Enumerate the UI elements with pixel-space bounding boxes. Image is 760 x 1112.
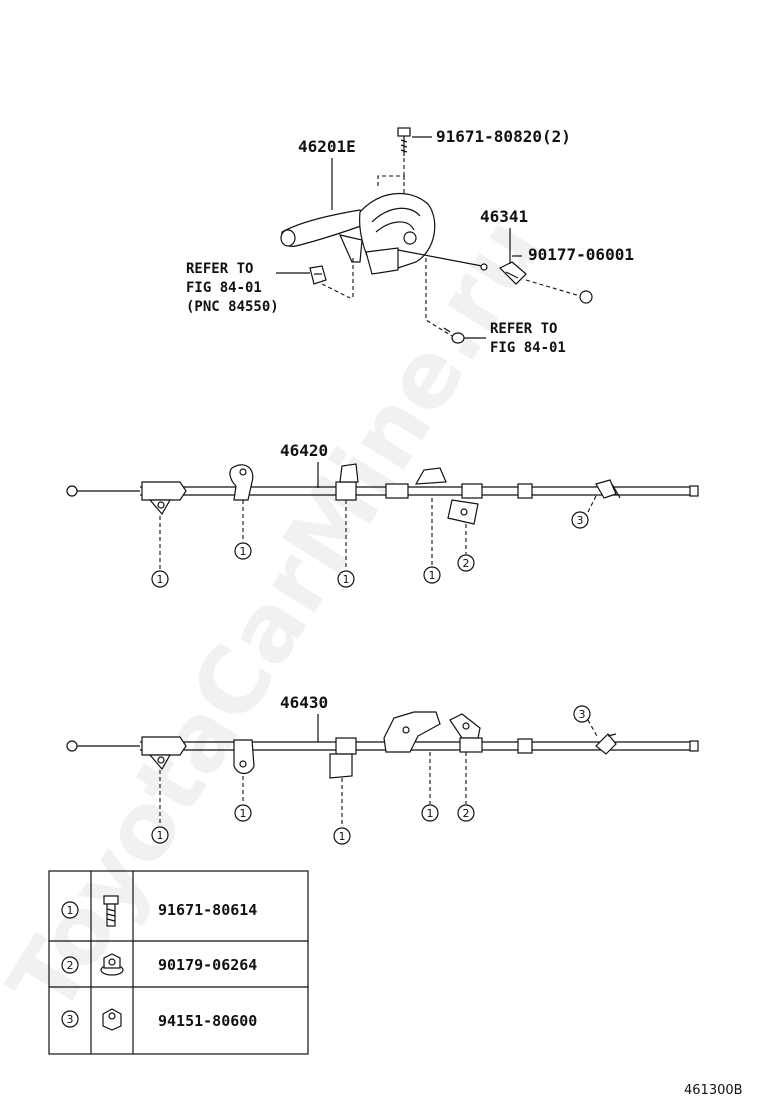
legend-row-1: 1 91671-80614 <box>61 895 257 927</box>
lever-part-label: 46201E <box>298 137 356 156</box>
refer-right-line2: FIG 84-01 <box>490 340 566 356</box>
svg-text:1: 1 <box>240 807 247 820</box>
cable-2-callout-5: 2 <box>457 804 475 822</box>
bolt-icon <box>103 895 119 927</box>
svg-text:1: 1 <box>339 830 346 843</box>
hex-nut-icon <box>102 1008 122 1031</box>
cable-2-callout-4: 1 <box>421 804 439 822</box>
legend-row-2-part: 90179-06264 <box>158 956 257 974</box>
refer-left-line1: REFER TO <box>186 261 253 277</box>
lower-bolt-icon <box>443 327 465 344</box>
upper-assembly: 91671-80820(2) 46201E REFER TO FIG 84-01… <box>186 127 634 356</box>
cable-2-part-label: 46430 <box>280 693 328 712</box>
cable-2-callout-6: 3 <box>573 705 591 723</box>
top-bolt-icon <box>397 127 411 180</box>
cable-2-callout-3: 1 <box>333 827 351 845</box>
watermark: ToyotaCarMine.ru <box>0 199 563 1031</box>
cable-1-callout-6: 3 <box>571 511 589 529</box>
rod-bracket-icon <box>498 261 527 285</box>
nut-icon <box>579 290 593 304</box>
cable-1-callout-1: 1 <box>151 570 169 588</box>
cable-2-callout-1: 1 <box>151 826 169 844</box>
cable-1-callout-3: 1 <box>337 570 355 588</box>
svg-text:1: 1 <box>427 807 434 820</box>
fastener-legend-table: 1 91671-80614 2 90179-06264 3 <box>48 870 309 1055</box>
rod-part-label: 46341 <box>480 207 528 226</box>
cable-2-callout-2: 1 <box>234 804 252 822</box>
nut-part-label: 90177-06001 <box>528 245 634 264</box>
refer-left-line2: FIG 84-01 <box>186 280 262 296</box>
refer-left-line3: (PNC 84550) <box>186 299 279 315</box>
svg-text:1: 1 <box>157 573 164 586</box>
svg-text:1: 1 <box>429 569 436 582</box>
legend-row-3: 3 94151-80600 <box>61 1008 257 1031</box>
cable-1-callout-2: 1 <box>234 542 252 560</box>
svg-text:2: 2 <box>463 807 470 820</box>
svg-text:2: 2 <box>463 557 470 570</box>
legend-row-3-part: 94151-80600 <box>158 1012 257 1030</box>
cable-46420: 46420 <box>66 441 699 588</box>
svg-text:3: 3 <box>67 1013 74 1026</box>
svg-text:1: 1 <box>157 829 164 842</box>
svg-text:3: 3 <box>579 708 586 721</box>
cable-1-callout-5: 2 <box>457 554 475 572</box>
svg-text:1: 1 <box>67 904 74 917</box>
svg-text:1: 1 <box>343 573 350 586</box>
cable-1-part-label: 46420 <box>280 441 328 460</box>
bolt-part-label: 91671-80820(2) <box>436 127 571 146</box>
cable-1-callout-4: 1 <box>423 566 441 584</box>
svg-text:1: 1 <box>240 545 247 558</box>
cable-46430: 46430 1 1 1 <box>66 693 699 845</box>
clip-icon <box>309 265 327 285</box>
svg-text:2: 2 <box>67 959 74 972</box>
svg-text:3: 3 <box>577 514 584 527</box>
flange-nut-icon <box>100 953 124 976</box>
legend-row-2: 2 90179-06264 <box>61 953 257 976</box>
legend-row-1-part: 91671-80614 <box>158 901 257 919</box>
refer-right-line1: REFER TO <box>490 321 557 337</box>
diagram-code: 461300B <box>684 1083 743 1098</box>
